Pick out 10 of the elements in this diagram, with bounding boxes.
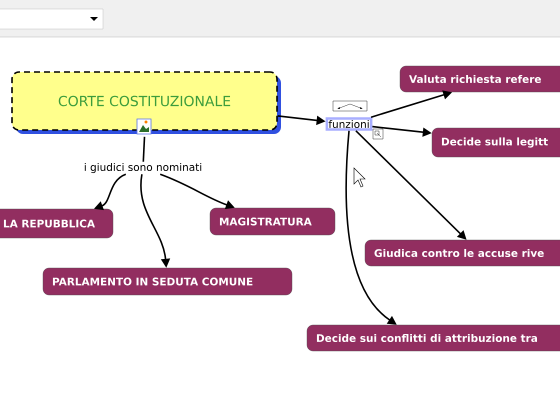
concept-box: CORTE COSTITUZIONALE	[11, 71, 281, 134]
linking-phrase: i giudici sono nominati	[84, 162, 202, 174]
linking-phrase: funzioni	[326, 117, 372, 131]
concept-box: Decide sulla legitt	[432, 128, 560, 158]
concept-box: PARLAMENTO IN SEDUTA COMUNE	[42, 268, 292, 296]
concept-box: Decide sui conflitti di attribuzione tra	[306, 324, 560, 352]
concept-box: Giudica contro le accuse rive	[364, 240, 560, 266]
concept-box: MAGISTRATURA	[210, 208, 336, 236]
concept-box: Valuta richiesta refere	[400, 66, 560, 92]
concept-box: LA REPUBBLICA	[0, 208, 114, 238]
